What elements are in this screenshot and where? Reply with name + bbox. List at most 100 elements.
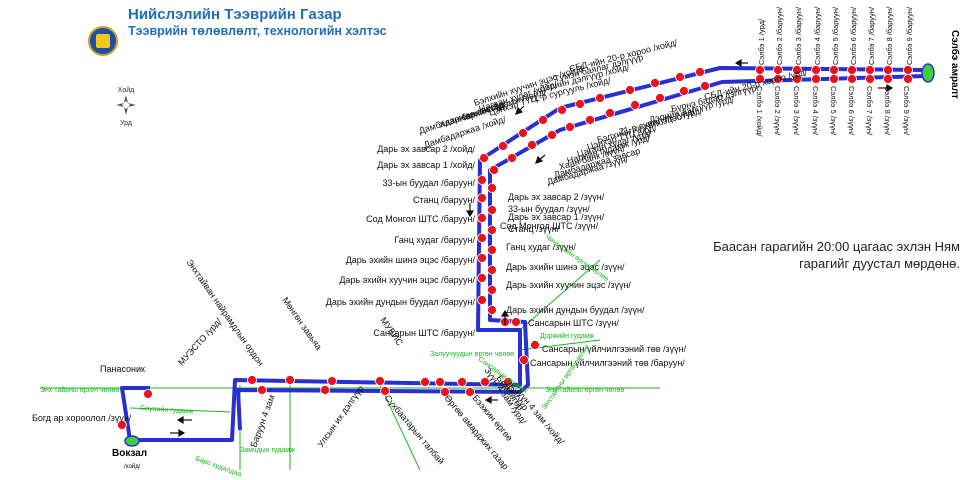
street-label: Барс худалдаа (194, 455, 242, 478)
stop-label: Сэлбэ 1 /хойд/ (755, 86, 764, 137)
stop-marker (143, 389, 153, 399)
compass-north: Хойд (118, 86, 134, 94)
stop-labels-west: Дарь эх завсар 2 /хойд/ Дарь эх завсар 1… (326, 144, 476, 338)
direction-arrows (170, 58, 894, 438)
stop-marker (755, 65, 765, 75)
stop-marker (625, 85, 635, 95)
stop-marker (547, 130, 557, 140)
stop-marker (487, 183, 497, 193)
street-label: Сөүлийн гудамж (140, 404, 194, 416)
street-label: Чингисийн өргөн чөлөө (544, 233, 611, 283)
stop-marker (507, 153, 517, 163)
stop-label: Сансарын ШТС /зүүн/ (528, 318, 619, 328)
stop-label: Сэлбэ 6 /зүүн/ (847, 86, 856, 136)
street-label: Замчдын гудамж (240, 447, 295, 454)
stop-label: Сэлбэ 5 /зүүн/ (829, 86, 838, 136)
stop-marker (865, 74, 875, 84)
stop-label: Дарь эхийн дундын буудал /баруун/ (326, 297, 476, 307)
stop-marker (487, 265, 497, 275)
stop-label: Сэлбэ 9 /зүүн/ (902, 86, 911, 136)
stop-marker (755, 74, 765, 84)
stop-marker (605, 108, 615, 118)
stop-marker (903, 65, 913, 75)
stop-label: Сэлбэ 8 /зүүн/ (883, 86, 892, 136)
stop-label: Сэлбэ 4 /зүүн/ (811, 86, 820, 136)
stop-labels-top: Сэлбэ 1 /урд/ Сэлбэ 2 /баруун/ Сэлбэ 3 /… (757, 6, 914, 65)
compass-rose: Хойд Урд (116, 86, 136, 127)
street-label: Доржийн гудамж (540, 332, 595, 340)
stop-label: Дарь эхийн дундын буудал /зүүн/ (506, 305, 645, 315)
stop-marker (487, 285, 497, 295)
stop-label: Станц /зүүн/ (508, 224, 560, 234)
stop-label: Сод Монгол ШТС /баруун/ (366, 214, 475, 224)
stop-marker (865, 65, 875, 75)
stop-marker (487, 305, 497, 315)
stop-marker (465, 387, 475, 397)
stop-marker (380, 386, 390, 396)
stop-label: Сансарын үйлчилгээний төв /зүүн/ (542, 344, 687, 354)
stop-label: Баруун 4 зам (248, 393, 276, 448)
stop-label: Дарь эхийн хуучин эцэс /баруун/ (339, 275, 475, 285)
stop-label: Ганц худаг /баруун/ (394, 235, 475, 245)
stop-marker (420, 377, 430, 387)
stop-marker (477, 233, 487, 243)
stop-labels-east: Дарь эх завсар 2 /зүүн/ Дарь эх завсар 1… (500, 192, 687, 368)
stop-marker (538, 115, 548, 125)
street-label: Энх тайвны өргөн чөлөө (545, 386, 624, 394)
stop-marker (477, 213, 487, 223)
stop-marker (518, 128, 528, 138)
bus-route (120, 66, 926, 442)
ntg-logo (88, 26, 118, 56)
stop-marker (695, 67, 705, 77)
stop-label: Дарь эх завсар 2 /хойд/ (377, 144, 475, 154)
stop-marker (847, 65, 857, 75)
stop-marker (375, 376, 385, 386)
stop-label: Сэлбэ 1 /урд/ (757, 18, 766, 65)
street-label: Энх тайвны өргөн чөлөө (40, 386, 119, 394)
stop-label: МУЭСТО /урд/ (176, 316, 224, 367)
stop-label: Сэлбэ 7 /зүүн/ (865, 86, 874, 136)
stop-marker (519, 355, 529, 365)
stop-marker (457, 377, 467, 387)
stop-label: Сэлбэ 8 /баруун/ (885, 6, 894, 65)
stop-label: Мөнгөн завьяа (280, 295, 324, 351)
page-title: Нийслэлийн Тээврийн Газар (128, 6, 342, 23)
stop-label: Сансарын ШТС /баруун/ (373, 328, 475, 338)
stop-marker (530, 340, 540, 350)
stop-marker (847, 74, 857, 84)
stop-label: Сэлбэ 9 /баруун/ (905, 6, 914, 65)
stop-label: Дарь эхийн хуучин эцэс /зүүн/ (506, 280, 631, 290)
stop-label: 33-ын буудал /баруун/ (383, 178, 476, 188)
stop-marker (511, 317, 521, 327)
stop-marker (327, 376, 337, 386)
stop-marker (477, 273, 487, 283)
schedule-notice: Баасан гарагийн 20:00 цагаас эхлэн Ням г… (713, 239, 960, 271)
stop-marker (565, 122, 575, 132)
stop-label: Сэлбэ 7 /баруун/ (867, 6, 876, 65)
stop-labels-bottom: Сэлбэ 1 /хойд/ Сэлбэ 2 /зүүн/ Сэлбэ 3 /з… (755, 86, 911, 137)
stop-label: Богд ар хороолол /зүүн/ (32, 413, 132, 423)
stop-marker (811, 74, 821, 84)
terminal-start (921, 63, 935, 83)
stop-marker (487, 205, 497, 215)
stop-label: Сүхбаатарын талбай (382, 393, 446, 466)
stop-marker (498, 141, 508, 151)
stop-marker (479, 153, 489, 163)
stop-marker (792, 74, 802, 84)
stop-label: Сэлбэ 3 /баруун/ (794, 6, 803, 65)
stop-label: Сэлбэ 3 /зүүн/ (792, 86, 801, 136)
compass-south: Урд (120, 120, 132, 127)
stop-marker (477, 253, 487, 263)
stop-marker (117, 420, 127, 430)
terminal-end-label: Вокзал (112, 448, 147, 459)
stop-marker (679, 86, 689, 96)
stop-marker (487, 245, 497, 255)
stop-label: Ганц худаг /зүүн/ (506, 242, 576, 252)
stop-marker (585, 115, 595, 125)
stop-marker (773, 74, 783, 84)
stop-marker (883, 74, 893, 84)
stop-label: Сод Монгол ШТС /зүүн/ (500, 221, 599, 231)
stop-marker (477, 295, 487, 305)
stop-marker (811, 65, 821, 75)
